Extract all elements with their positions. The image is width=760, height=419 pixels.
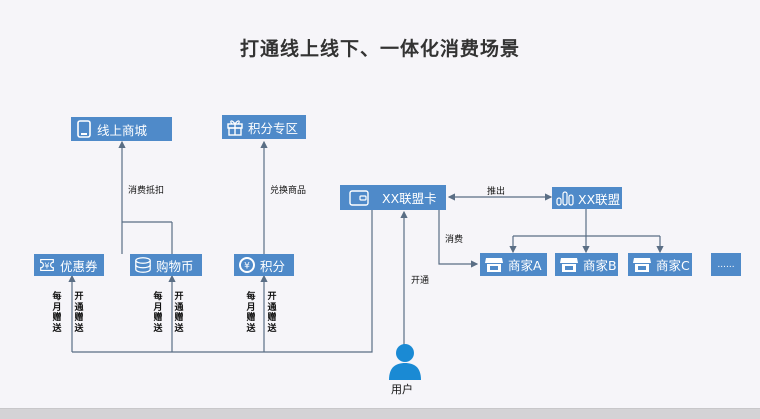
node-label: 积分 xyxy=(260,258,286,274)
node-alliance-card: XX联盟卡 xyxy=(340,185,446,210)
edge-card-to-merchant-a xyxy=(438,210,479,268)
yen-coin-icon: ¥ xyxy=(238,256,256,274)
edge-coupon-coin-to-mall xyxy=(121,221,173,254)
node-label: XX联盟 xyxy=(578,191,621,207)
node-label: 优惠券 xyxy=(60,258,98,274)
bar-chart-icon xyxy=(556,189,574,207)
edge-label-coin-activation: 开通赠送 xyxy=(174,292,184,334)
node-alliance: XX联盟 xyxy=(552,187,622,209)
node-more: ...... xyxy=(711,253,741,276)
edge-label-coupon-activation: 开通赠送 xyxy=(74,292,84,334)
node-label: 购物币 xyxy=(156,258,194,274)
edge-label-points-monthly: 每月赠送 xyxy=(246,292,256,334)
diagram-title: 打通线上线下、一体化消费场景 xyxy=(239,38,520,60)
node-label: XX联盟卡 xyxy=(382,191,437,206)
edge-label-redeem-goods: 兑换商品 xyxy=(270,186,307,196)
edge-label-consume-deduct: 消费抵扣 xyxy=(128,186,165,196)
edge-label-activate: 开通 xyxy=(411,276,430,286)
edge-card-to-benefits xyxy=(72,210,373,353)
node-label: 积分专区 xyxy=(248,120,299,136)
svg-text:¥: ¥ xyxy=(44,261,49,271)
node-merchant-a: 商家A xyxy=(480,253,547,276)
node-points-zone: 积分专区 xyxy=(222,115,306,139)
svg-text:¥: ¥ xyxy=(244,262,250,272)
node-merchant-c: 商家C xyxy=(628,253,692,276)
user-label: 用户 xyxy=(391,383,413,396)
ticket-icon: ¥ xyxy=(38,256,56,274)
node-merchant-b: 商家B xyxy=(555,253,618,276)
edge-label-launch: 推出 xyxy=(487,187,506,197)
store-icon xyxy=(559,256,579,274)
edge-alliance-to-merchants xyxy=(513,209,660,237)
node-label: 商家B xyxy=(583,258,617,273)
node-label: ...... xyxy=(717,259,735,270)
node-coupon: ¥ 优惠券 xyxy=(34,254,104,276)
store-icon xyxy=(632,256,652,274)
tablet-icon xyxy=(75,120,93,138)
bottom-scrollbar xyxy=(0,408,760,419)
node-label: 线上商城 xyxy=(97,122,148,138)
node-label: 商家A xyxy=(508,258,542,273)
edge-label-points-activation: 开通赠送 xyxy=(267,292,277,334)
coins-icon xyxy=(134,256,152,274)
edge-label-consume: 消费 xyxy=(445,235,464,245)
node-points: ¥ 积分 xyxy=(234,254,294,276)
edge-label-coupon-monthly: 每月赠送 xyxy=(52,292,62,334)
user-icon xyxy=(388,343,422,385)
edge-label-coin-monthly: 每月赠送 xyxy=(153,292,163,334)
node-label: 商家C xyxy=(656,258,690,273)
wallet-icon xyxy=(348,189,370,207)
gift-icon xyxy=(226,118,244,136)
node-online-mall: 线上商城 xyxy=(71,117,172,141)
node-shopping-coin: 购物币 xyxy=(130,254,202,276)
store-icon xyxy=(484,256,504,274)
